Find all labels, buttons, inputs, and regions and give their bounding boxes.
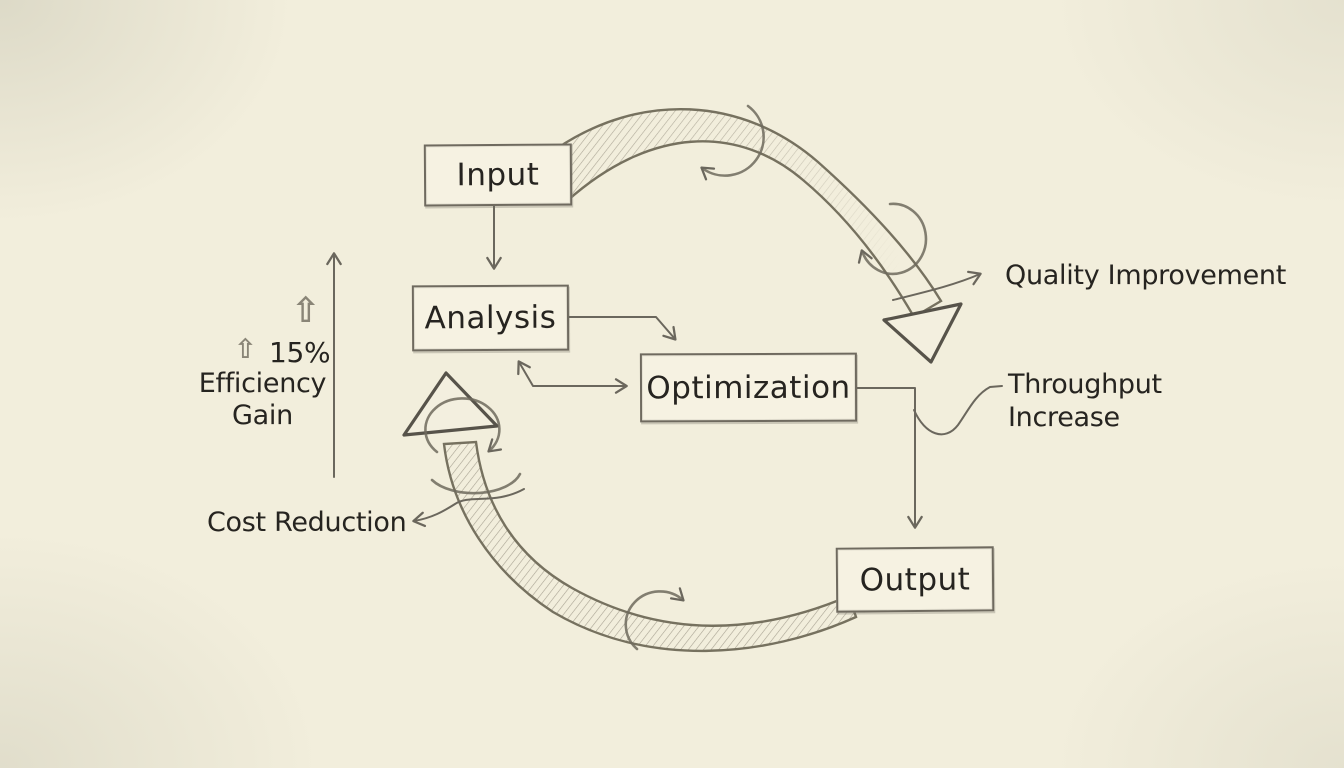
label-throughput-line1: Throughput [1008,369,1162,400]
label-throughput-line2: Increase [1008,402,1120,433]
swirl-icon-top-right [857,202,928,276]
node-analysis: Analysis [411,284,570,352]
pointer-quality-improvement [892,270,982,301]
node-input: Input [423,143,573,207]
connector-optimization-analysis-return [517,360,628,394]
hollow-up-arrow-icon: ⇧ [234,334,257,365]
hollow-up-arrow-icon: ⇧ [291,291,321,331]
cycle-arrow-top [554,108,963,364]
label-quality-improvement: Quality Improvement [1005,260,1286,291]
swirl-icon-left-arrow-shaft [424,397,503,454]
pointer-throughput-increase [913,385,1003,436]
connector-optimization-output [855,387,923,529]
swirl-arc-left-arrow-shaft [430,472,522,495]
label-throughput-increase: Throughput Increase [1008,368,1162,434]
label-efficiency-line2: Gain [232,400,293,431]
label-efficiency-value: 15% [269,336,331,369]
connector-analysis-optimization [566,316,677,341]
label-cost-reduction: Cost Reduction [207,507,407,538]
swirl-icon-top-left [700,104,765,181]
label-efficiency-gain: Efficiency Gain [190,368,335,432]
label-efficiency-line1: Efficiency [198,368,327,399]
pointer-cost-reduction [412,488,525,528]
swirl-icon-bottom [624,587,685,651]
cycle-arrowhead-top [882,302,963,364]
node-optimization: Optimization [639,352,858,423]
node-output: Output [835,546,995,613]
